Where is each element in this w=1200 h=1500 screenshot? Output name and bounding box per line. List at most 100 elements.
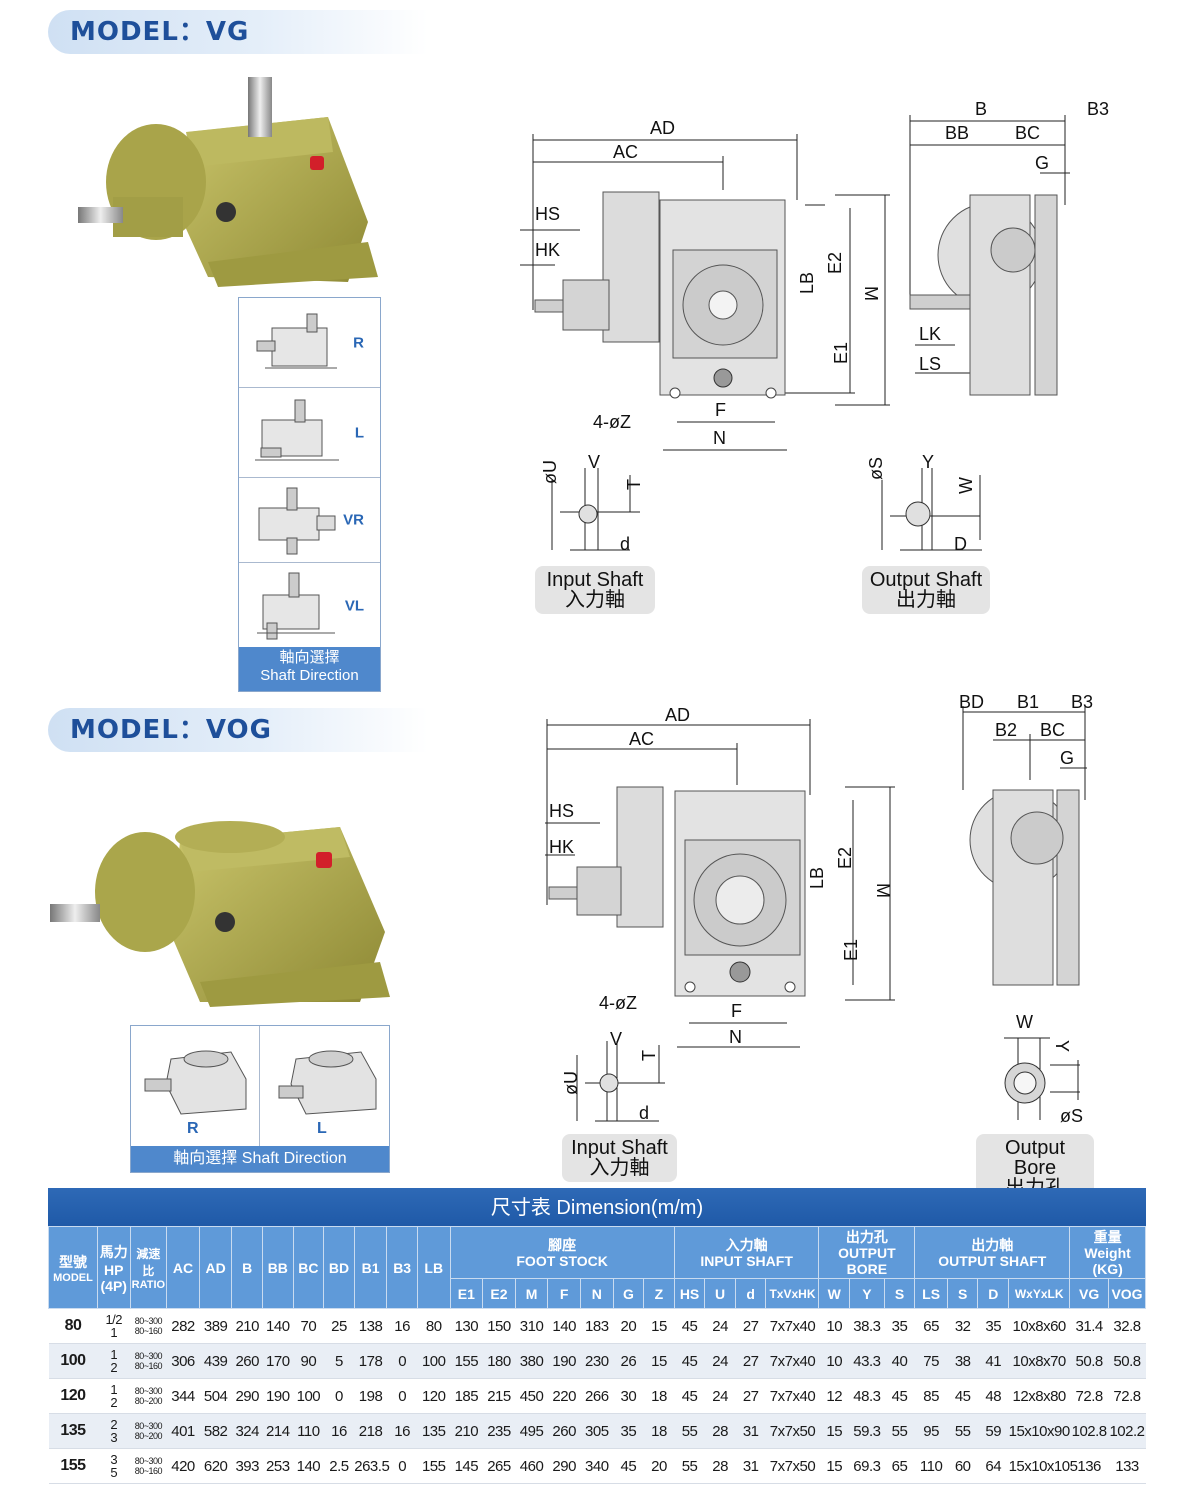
- table-cell: 198: [354, 1378, 387, 1414]
- table-cell: 24: [704, 1343, 736, 1379]
- table-cell: 155: [417, 1448, 451, 1484]
- dim-label-ac: AC: [613, 142, 638, 162]
- table-cell: 80: [417, 1308, 451, 1344]
- shaft-direction-caption: 軸向選擇 Shaft Direction: [131, 1146, 389, 1172]
- header-hp-zh: 馬力: [99, 1243, 128, 1260]
- hp-value: 1: [110, 1382, 118, 1397]
- header-group-weight: 重量 Weight (KG): [1069, 1226, 1146, 1279]
- table-cell: 85: [914, 1378, 948, 1414]
- caption-en: Input Shaft: [546, 569, 644, 591]
- header-bd: BD: [323, 1226, 355, 1309]
- dim-label-hk: HK: [535, 240, 560, 260]
- table-cell: 27: [735, 1308, 766, 1344]
- table-cell: 25: [323, 1308, 355, 1344]
- header-group-foot-stock: 腳座 FOOT STOCK: [449, 1226, 675, 1279]
- table-cell: 253: [262, 1448, 294, 1484]
- table-cell: 16: [386, 1308, 418, 1344]
- table-cell: 290: [547, 1448, 581, 1484]
- header-b3: B3: [386, 1226, 418, 1309]
- table-cell: 27: [735, 1378, 766, 1414]
- dim-label-t: T: [624, 479, 644, 490]
- header-s-shaft: S: [946, 1278, 979, 1309]
- table-cell: 183: [580, 1308, 614, 1344]
- vg-output-shaft-detail: øS Y W D: [866, 452, 982, 554]
- table-cell: 190: [262, 1378, 294, 1414]
- direction-option-vr[interactable]: VR: [239, 478, 380, 563]
- vg-input-shaft-caption: Input Shaft 入力軸: [535, 566, 655, 614]
- dim-label-s: øS: [866, 457, 886, 480]
- vog-input-shaft-detail: øU V T d: [561, 1029, 665, 1123]
- header-txvxhk: TxVxHK: [765, 1278, 820, 1309]
- header-b: B: [231, 1226, 264, 1309]
- header-ls: LS: [914, 1278, 948, 1309]
- table-cell: 59: [977, 1413, 1009, 1449]
- vg-output-shaft-caption: Output Shaft 出力軸: [862, 566, 990, 614]
- table-cell: 65: [914, 1308, 948, 1344]
- table-cell: 30: [613, 1378, 644, 1414]
- ratio-value: 80~200: [134, 1431, 163, 1441]
- table-cell: 138: [354, 1308, 387, 1344]
- table-cell: 31: [735, 1413, 766, 1449]
- direction-label: L: [354, 424, 364, 441]
- table-cell: 324: [231, 1413, 263, 1449]
- table-cell: 35: [884, 1308, 915, 1344]
- table-cell: 102.8: [1069, 1413, 1109, 1449]
- header-b1: B1: [353, 1226, 388, 1309]
- table-cell: 7x7x50: [765, 1413, 819, 1449]
- table-cell: 215: [482, 1378, 516, 1414]
- dim-label-y: Y: [922, 452, 934, 472]
- table-cell: 420: [166, 1448, 200, 1484]
- ratio-value: 80~300: [134, 1386, 163, 1396]
- vog-input-shaft-caption: Input Shaft 入力軸: [562, 1134, 677, 1182]
- table-cell: 145: [450, 1448, 483, 1484]
- hp-value: 2: [110, 1360, 118, 1375]
- header-e1: E1: [449, 1278, 484, 1309]
- dim-label-u: øU: [540, 460, 560, 484]
- header-z: Z: [643, 1278, 675, 1309]
- header-ratio-zh: 減速比: [136, 1246, 161, 1278]
- dim-label-bc: BC: [1040, 720, 1065, 740]
- direction-option-l[interactable]: L: [239, 388, 380, 478]
- header-ad: AD: [198, 1226, 233, 1309]
- dim-label-e1: E1: [841, 939, 861, 961]
- ratio-value: 80~160: [134, 1361, 163, 1371]
- group-en: INPUT SHAFT: [700, 1252, 793, 1269]
- table-cell: 389: [199, 1308, 232, 1344]
- table-cell: 35: [613, 1413, 644, 1449]
- ratio-value: 80~300: [134, 1316, 163, 1326]
- dim-label-d: d: [620, 534, 630, 554]
- table-cell: 15x10x105: [1008, 1448, 1078, 1484]
- vg-model-title: MODEL：VG: [48, 10, 428, 54]
- dim-label-b: B: [975, 99, 987, 119]
- header-d-output: D: [977, 1278, 1010, 1309]
- table-cell: 26: [613, 1343, 644, 1379]
- caption-zh: 出力軸: [896, 589, 956, 611]
- table-cell: 460: [515, 1448, 548, 1484]
- header-ratio: 減速比 RATIO: [129, 1226, 168, 1309]
- header-group-output-bore: 出力孔 OUTPUT BORE: [818, 1226, 916, 1279]
- header-n: N: [579, 1278, 614, 1309]
- direction-option-vl[interactable]: VL: [239, 563, 380, 648]
- table-cell: 220: [547, 1378, 581, 1414]
- header-hp: 馬力 HP (4P): [96, 1226, 131, 1309]
- direction-option-l[interactable]: L: [261, 1026, 390, 1148]
- table-cell: 10x8x70: [1008, 1343, 1070, 1379]
- shaft-direction-caption: 軸向選擇 Shaft Direction: [239, 647, 380, 691]
- direction-option-r[interactable]: R: [131, 1026, 260, 1148]
- direction-option-r[interactable]: R: [239, 298, 380, 388]
- table-cell: 45: [613, 1448, 644, 1484]
- gearbox-vr-icon: [258, 487, 336, 555]
- table-cell: 69.3: [849, 1448, 885, 1484]
- dim-label-t: T: [639, 1050, 659, 1061]
- header-model-en: MODEL: [53, 1271, 93, 1284]
- ratio-value: 80~300: [134, 1421, 163, 1431]
- dim-label-f: F: [715, 400, 726, 420]
- dim-label-d-upper: D: [954, 534, 967, 554]
- header-ratio-en: RATIO: [131, 1278, 166, 1291]
- hp-value: 3: [110, 1430, 118, 1445]
- header-bb: BB: [262, 1226, 294, 1309]
